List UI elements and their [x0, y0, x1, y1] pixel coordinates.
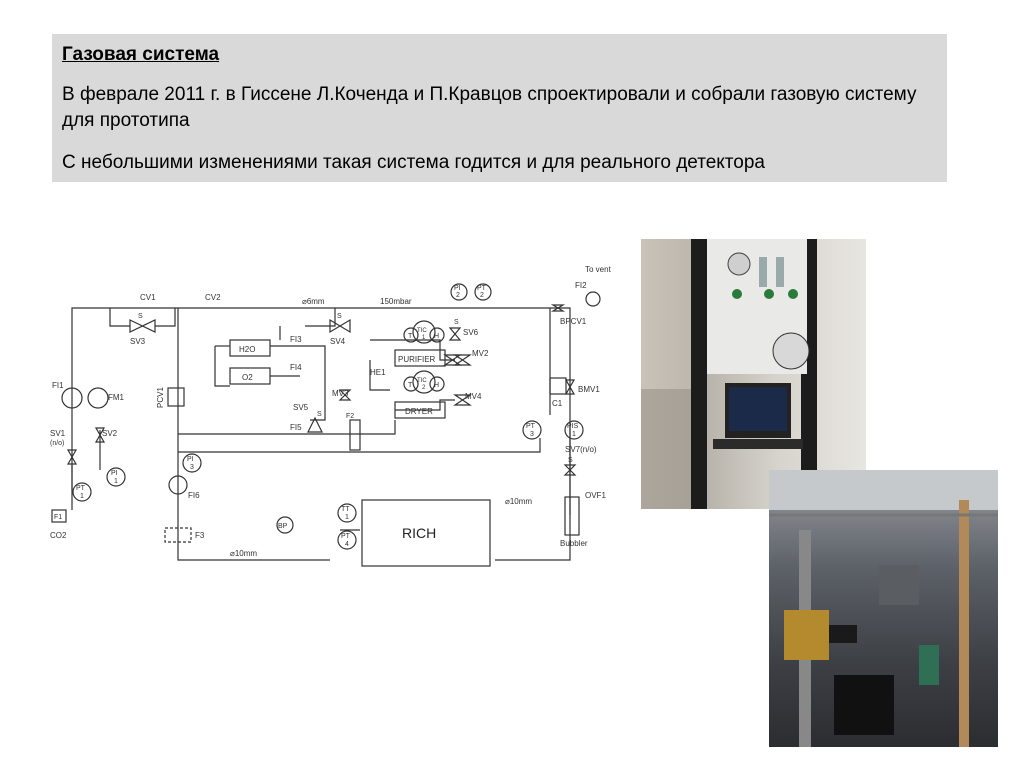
- label-tt1-num: 1: [345, 514, 349, 521]
- label-ovf1: OVF1: [585, 491, 606, 500]
- label-sv4: SV4: [330, 337, 346, 346]
- label-h2: H: [434, 382, 439, 389]
- label-pcv1: PCV1: [156, 387, 165, 408]
- slide-title: Газовая система: [62, 44, 220, 65]
- label-sv5: SV5: [293, 403, 309, 412]
- gas-system-hardware-photo-sketch: [769, 470, 998, 747]
- label-tt1: TT: [341, 506, 350, 513]
- label-fi2: FI2: [575, 281, 587, 290]
- paragraph-applicability: С небольшими изменениями такая система г…: [62, 152, 765, 173]
- label-sv3: SV3: [130, 337, 146, 346]
- label-pi3: PI: [187, 456, 194, 463]
- label-bubbler: Bubbler: [560, 539, 588, 548]
- label-sv1: SV1: [50, 429, 66, 438]
- label-to-vent: To vent: [585, 265, 612, 274]
- label-bpcv1: BPCV1: [560, 317, 587, 326]
- label-bmv1: BMV1: [578, 385, 600, 394]
- purifier-box: [394, 349, 446, 367]
- label-mv3: MV3: [332, 389, 349, 398]
- label-co2: CO2: [50, 531, 67, 540]
- label-tic2-num: 2: [422, 385, 426, 391]
- paragraph-history: В феврале 2011 г. в Гиссене Л.Кочендa и …: [62, 84, 917, 131]
- label-sv6: SV6: [463, 328, 479, 337]
- label-fi1: FI1: [52, 381, 64, 390]
- gas-panel-photo-sketch: [641, 239, 817, 509]
- label-fi4: FI4: [290, 363, 302, 372]
- label-s-sv7: S: [568, 457, 573, 464]
- label-sv2: SV2: [102, 429, 118, 438]
- label-f1: F1: [54, 514, 62, 521]
- label-pis1: PIS: [567, 423, 579, 430]
- label-pt2: PT: [477, 285, 487, 292]
- label-mv2: MV2: [472, 349, 489, 358]
- label-cv1: CV1: [140, 293, 156, 302]
- label-dryer: DRYER: [405, 407, 433, 416]
- valve-symbols: [66, 304, 577, 476]
- pipe-lines: [71, 307, 571, 561]
- label-s-sv4: S: [337, 313, 342, 320]
- h2o-filter-box: [229, 339, 271, 357]
- label-pis1-num: 1: [572, 431, 576, 438]
- gas-system-hardware-photo: [769, 470, 998, 747]
- label-t1: T: [408, 333, 413, 340]
- label-fi6: FI6: [188, 491, 200, 500]
- label-pi2-num: 2: [456, 292, 460, 299]
- label-pi1-num: 1: [114, 478, 118, 485]
- label-pi3-num: 3: [190, 464, 194, 471]
- filter-f3-box: [164, 527, 192, 543]
- label-fi3: FI3: [290, 335, 302, 344]
- label-pt3: PT: [526, 423, 536, 430]
- label-pi1: PI: [111, 470, 118, 477]
- gas-panel-photo: [641, 239, 866, 509]
- label-bp: BP: [278, 523, 288, 530]
- label-150mbar: 150mbar: [380, 297, 412, 306]
- condenser-c1-box: [549, 377, 567, 395]
- label-tic1: TIC: [417, 328, 427, 334]
- label-o2: O2: [242, 373, 253, 382]
- label-f2: F2: [346, 413, 354, 420]
- label-he1: HE1: [370, 368, 386, 377]
- bubbler-box: [564, 496, 580, 536]
- label-pt1: PT: [76, 485, 86, 492]
- label-6mm: ⌀6mm: [302, 297, 325, 306]
- label-sv7: SV7(n/o): [565, 445, 597, 454]
- label-tic2: TIC: [417, 378, 427, 384]
- pcv1-box: [167, 387, 185, 407]
- label-h1: H: [434, 333, 439, 340]
- label-s-sv5: S: [317, 411, 322, 418]
- label-h2o: H2O: [239, 345, 255, 354]
- label-10mm-right: ⌀10mm: [505, 497, 532, 506]
- label-pi2: PI: [454, 285, 461, 292]
- dryer-box: [394, 401, 446, 419]
- label-t2: T: [408, 382, 413, 389]
- label-sv1-no: (n/o): [50, 440, 64, 447]
- label-purifier: PURIFIER: [398, 355, 436, 364]
- label-fi5: FI5: [290, 423, 302, 432]
- label-pt2-num: 2: [480, 292, 484, 299]
- filter-f1-box: [51, 509, 67, 523]
- instrument-circles: [61, 283, 601, 550]
- label-rich: RICH: [402, 525, 436, 541]
- label-pt4-num: 4: [345, 541, 349, 548]
- gas-system-schematic: To vent CV1 CV2 ⌀6mm 150mbar PI 2 PT 2 F…: [50, 265, 612, 567]
- label-fm1: FM1: [108, 393, 125, 402]
- label-pt1-num: 1: [80, 493, 84, 500]
- label-pt3-num: 3: [530, 431, 534, 438]
- label-mv4: MV4: [465, 392, 482, 401]
- label-cv2: CV2: [205, 293, 221, 302]
- label-s-sv6: S: [454, 319, 459, 326]
- label-10mm-bottom: ⌀10mm: [230, 549, 257, 558]
- label-s-sv3: S: [138, 313, 143, 320]
- rich-detector-box: [361, 499, 491, 567]
- label-c1: C1: [552, 399, 563, 408]
- label-tic1-num: 1: [422, 335, 426, 341]
- header-panel: [52, 34, 947, 182]
- o2-filter-box: [229, 367, 271, 385]
- label-f3: F3: [195, 531, 205, 540]
- label-pt4: PT: [341, 533, 351, 540]
- filter-f2-box: [349, 419, 361, 451]
